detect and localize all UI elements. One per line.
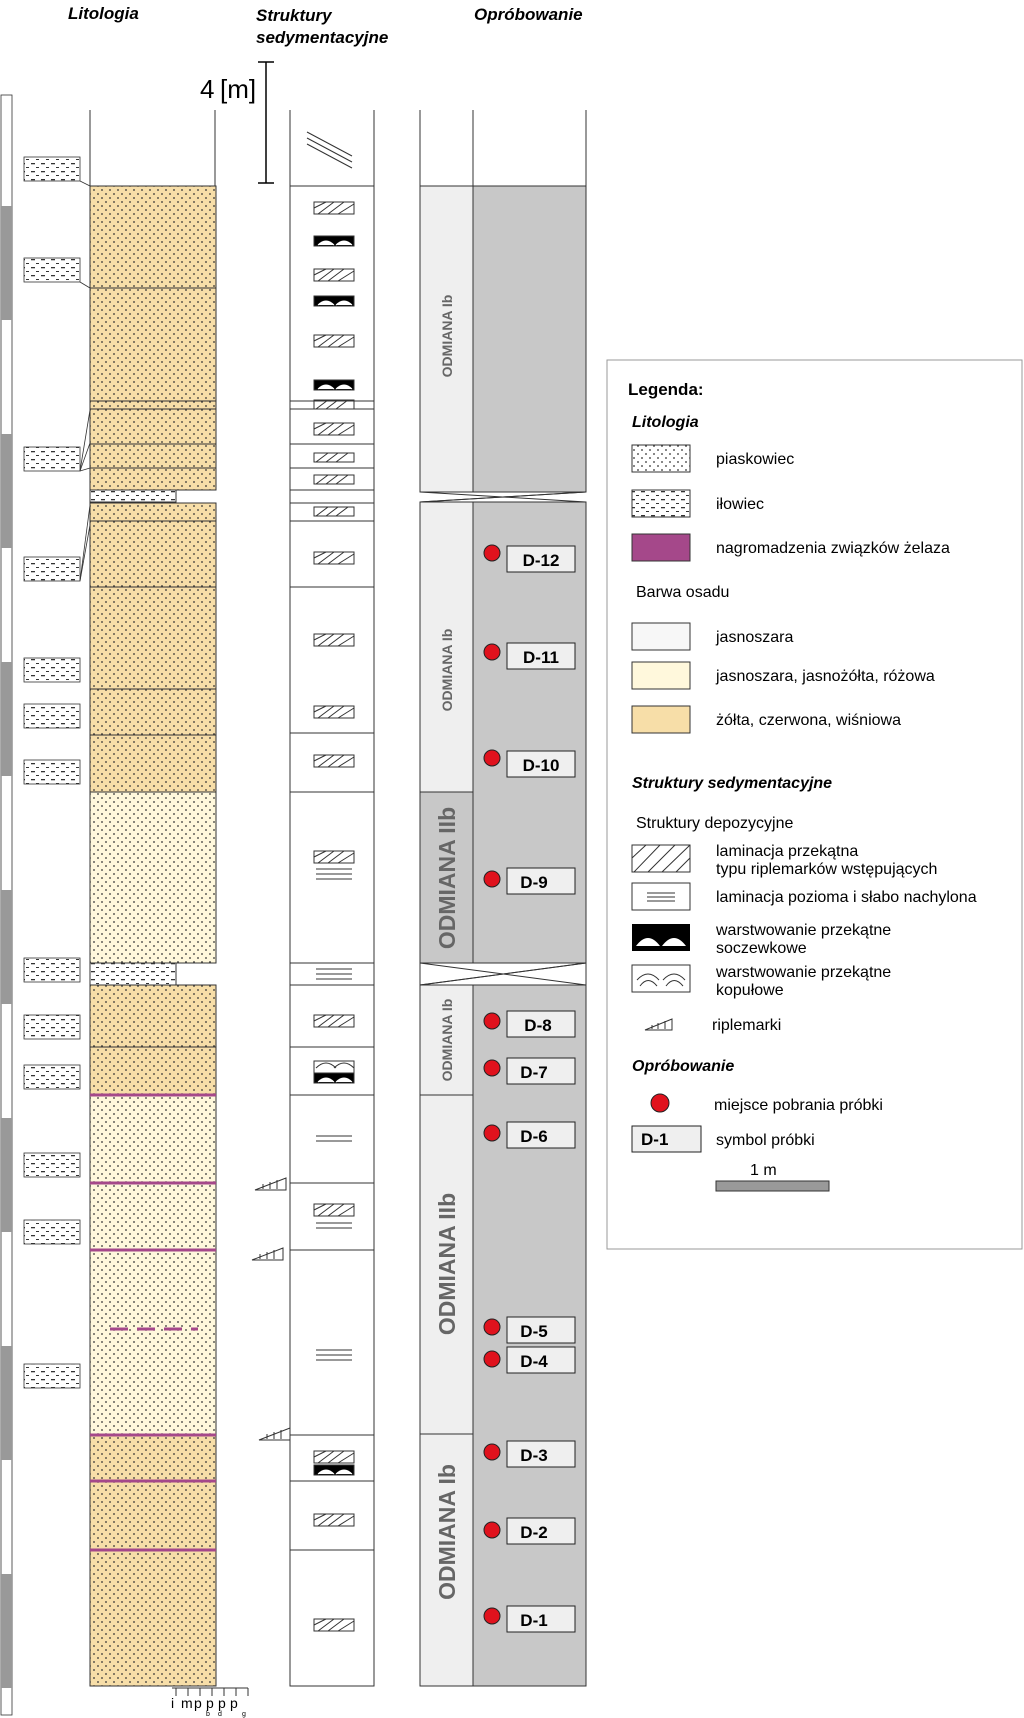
legend-lenticular-swatch: [632, 924, 690, 951]
svg-text:D-9: D-9: [520, 873, 547, 892]
structures-column: [289, 110, 375, 1687]
legend-horizontal-lamination-swatch: [631, 882, 691, 911]
iron-accumulation-lines: [90, 1093, 216, 1552]
legend-color3-swatch: [631, 705, 691, 734]
legend-ilowiec: iłowiec: [716, 496, 764, 513]
legend-lam-cross-1: laminacja przekątna: [716, 843, 858, 860]
legend-iron-swatch: [631, 533, 691, 562]
sample-d8: D-8: [483, 1010, 576, 1038]
legend-litologia: Litologia: [632, 414, 699, 431]
legend-lenticular-1: warstwowanie przekątne: [715, 922, 891, 939]
claystone-connectors: [79, 180, 91, 582]
variant-label-1: ODMIANA Ib: [439, 295, 455, 378]
legend-sample-place: miejsce pobrania próbki: [714, 1097, 883, 1114]
sample-d3: D-3: [483, 1440, 576, 1468]
scale-value: 4: [200, 74, 214, 104]
header-struktury-2: sedymentacyjne: [256, 28, 388, 47]
legend-color1-swatch: [631, 622, 691, 651]
grain-size-axis: i m p p p p b d g: [171, 1687, 249, 1718]
sample-d12: D-12: [483, 544, 576, 573]
claystone-boxes: [23, 156, 81, 1389]
legend-sample-dot: [650, 1093, 670, 1113]
legend-hummocky-1: warstwowanie przekątne: [715, 964, 891, 981]
scale-unit: [m]: [220, 74, 256, 104]
legend-color1: jasnoszara: [715, 629, 793, 646]
legend-sample-box: [631, 1125, 702, 1153]
header-struktury: Struktury: [256, 6, 333, 25]
svg-text:D-4: D-4: [520, 1352, 548, 1371]
legend-iron: nagromadzenia związków żelaza: [716, 540, 950, 557]
legend-scale-label: 1 m: [750, 1162, 777, 1179]
sample-d9: D-9: [483, 867, 576, 895]
lithology-dot-overlay: [90, 186, 216, 1686]
legend-color3: żółta, czerwona, wiśniowa: [716, 712, 901, 729]
grain-sub-d: d: [218, 1711, 222, 1718]
grain-label-p2: p: [206, 1695, 214, 1711]
legend-sample-example: D-1: [641, 1130, 668, 1149]
sample-d11: D-11: [483, 642, 576, 670]
ripple-mark-symbols: [251, 1177, 291, 1441]
sample-d4: D-4: [483, 1346, 576, 1374]
sample-d5: D-5: [483, 1316, 576, 1344]
vertical-scale-bar: 4 [m]: [200, 61, 274, 184]
svg-text:D-2: D-2: [520, 1523, 547, 1542]
grain-label-i: i: [171, 1695, 174, 1711]
legend-hummocky-2: kopułowe: [716, 982, 784, 999]
svg-text:D-12: D-12: [523, 551, 560, 570]
legend-hummocky-swatch: [631, 964, 691, 993]
legend-cross-lamination-swatch: [631, 844, 691, 873]
legend-color2-swatch: [631, 661, 691, 690]
svg-text:D-7: D-7: [520, 1063, 547, 1082]
legend-oprobowanie: Opróbowanie: [632, 1058, 734, 1075]
legend-sample-symbol: symbol próbki: [716, 1132, 815, 1149]
variant-label-6: ODMIANA Ib: [434, 1464, 460, 1600]
variant-label-3: ODMIANA IIb: [434, 807, 460, 949]
svg-text:D-5: D-5: [520, 1322, 547, 1341]
sample-d1: D-1: [483, 1605, 576, 1633]
legend-ripples: riplemarki: [712, 1017, 781, 1034]
sample-markers: D-12 D-11 D-10 D-9 D-8 D-7 D-6 D-5 D-4 D…: [483, 544, 576, 1633]
legend-piaskowiec: piaskowiec: [716, 451, 794, 468]
svg-text:D-11: D-11: [523, 648, 559, 667]
legend-claystone-swatch: [631, 489, 691, 518]
grain-label-p4: p: [230, 1695, 238, 1711]
sampling-column: [419, 110, 587, 1687]
legend-sandstone-swatch: [631, 444, 691, 473]
sample-d6: D-6: [483, 1121, 576, 1149]
legend-struktury: Struktury sedymentacyjne: [632, 775, 832, 792]
svg-text:D-3: D-3: [520, 1446, 547, 1465]
grain-sub-g: g: [242, 1711, 246, 1718]
legend-ripple-icon: [644, 1018, 673, 1031]
structure-symbols: [306, 131, 355, 1632]
grain-sub-b: b: [206, 1711, 210, 1718]
variant-label-5: ODMIANA IIb: [434, 1193, 460, 1335]
legend-lam-cross-2: typu riplemarków wstępujących: [716, 861, 937, 878]
legend: Legenda: Litologia piaskowiec iłowiec na…: [606, 359, 1023, 1250]
legend-scale-bar: [715, 1180, 830, 1192]
legend-color2: jasnoszara, jasnożółta, różowa: [715, 668, 935, 685]
header-oprobowanie: Opróbowanie: [474, 5, 583, 24]
sample-d10: D-10: [483, 749, 576, 778]
depth-ruler: [0, 94, 13, 1716]
sample-d2: D-2: [483, 1517, 576, 1545]
legend-title: Legenda:: [628, 380, 704, 399]
grain-label-m: m: [181, 1695, 193, 1711]
variant-label-4: ODMIANA Ib: [439, 999, 455, 1082]
legend-lam-horiz: laminacja pozioma i słabo nachylona: [716, 889, 977, 906]
legend-barwa: Barwa osadu: [636, 584, 729, 601]
legend-lenticular-2: soczewkowe: [716, 940, 807, 957]
svg-text:D-8: D-8: [524, 1016, 551, 1035]
sample-d7: D-7: [483, 1057, 576, 1085]
svg-text:D-10: D-10: [523, 756, 560, 775]
legend-depozycyjne: Struktury depozycyjne: [636, 815, 794, 832]
svg-text:D-1: D-1: [520, 1611, 547, 1630]
grain-label-p1: p: [194, 1695, 202, 1711]
grain-label-p3: p: [218, 1695, 226, 1711]
variant-label-2: ODMIANA Ib: [439, 629, 455, 712]
header-litologia: Litologia: [68, 4, 139, 23]
svg-text:D-6: D-6: [520, 1127, 547, 1146]
